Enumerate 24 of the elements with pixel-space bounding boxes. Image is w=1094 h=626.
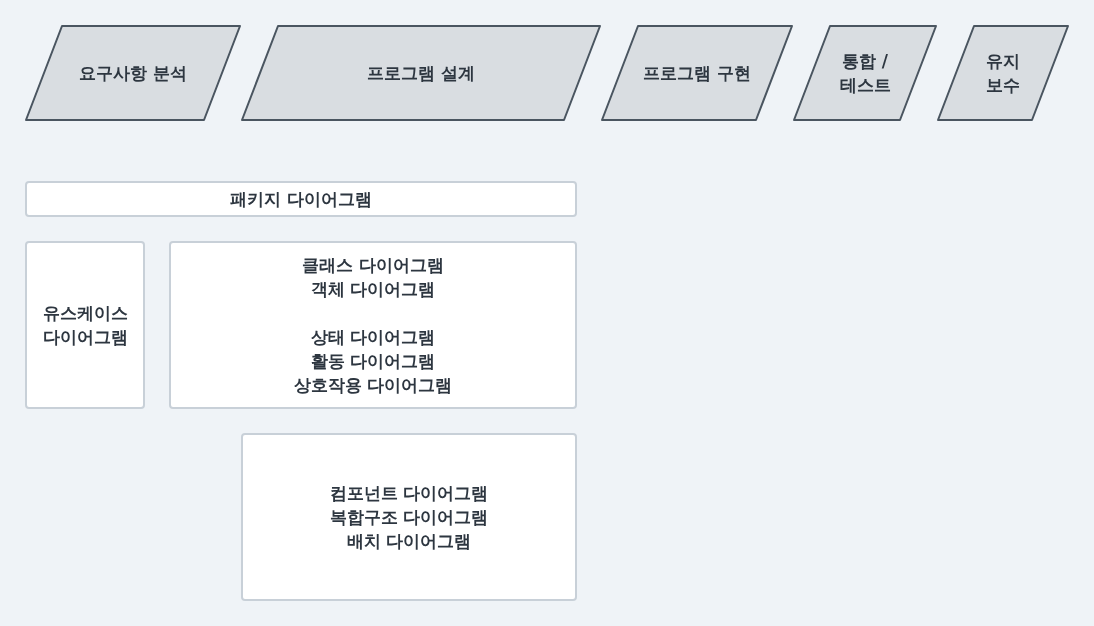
node-label: 상호작용 다이어그램 xyxy=(293,374,453,397)
node-label: 복합구조 다이어그램 xyxy=(329,506,489,529)
diagram-group-box xyxy=(25,181,577,217)
node-label: 요구사항 분석 xyxy=(79,62,187,85)
diagram-group-box xyxy=(241,433,577,601)
node-label: 프로그램 설계 xyxy=(367,62,475,85)
diagram-group-box xyxy=(25,241,145,409)
phase-parallelogram xyxy=(25,25,241,121)
phase-parallelogram xyxy=(793,25,937,121)
node-label: 컴포넌트 다이어그램 xyxy=(329,482,489,505)
node-label: 프로그램 구현 xyxy=(643,62,751,85)
node-label: 배치 다이어그램 xyxy=(346,530,472,553)
node-label: 유스케이스 다이어그램 xyxy=(41,302,129,349)
node-label: 통합 / 테스트 xyxy=(838,50,892,97)
node-label: 객체 다이어그램 xyxy=(310,278,436,301)
phase-parallelogram xyxy=(601,25,793,121)
node-label: 패키지 다이어그램 xyxy=(230,188,372,211)
phase-parallelogram xyxy=(241,25,601,121)
phase-parallelogram xyxy=(937,25,1069,121)
node-label: 클래스 다이어그램 xyxy=(302,254,444,277)
diagram-group-box xyxy=(169,241,577,409)
node-label: 유지 보수 xyxy=(985,50,1021,97)
node-label: 활동 다이어그램 xyxy=(310,350,436,373)
node-label: 상태 다이어그램 xyxy=(310,326,436,349)
